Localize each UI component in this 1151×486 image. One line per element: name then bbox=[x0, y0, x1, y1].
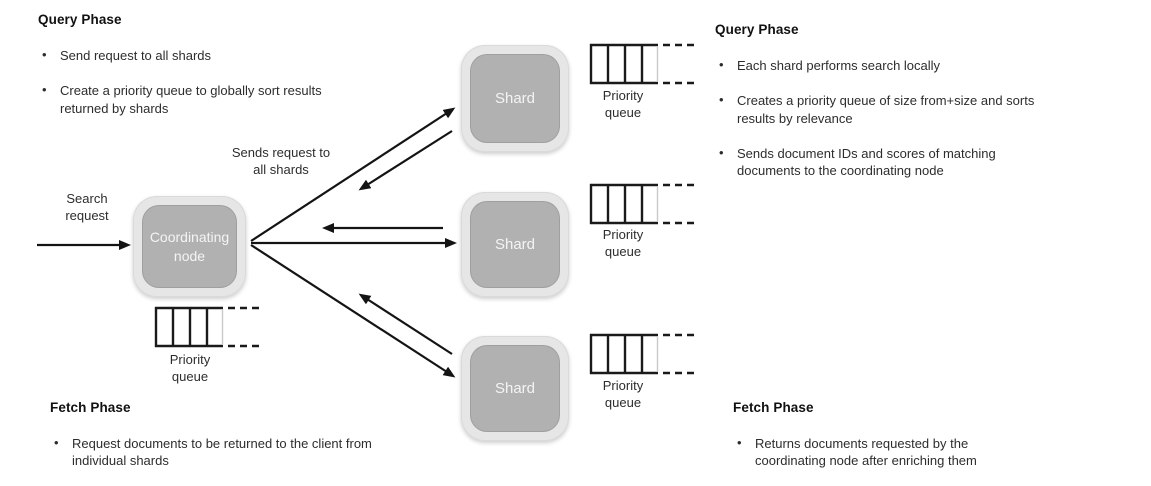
bullet-item: Request documents to be returned to the … bbox=[50, 434, 390, 470]
bullet-item: Sends document IDs and scores of matchin… bbox=[715, 144, 1037, 180]
panel-query-phase-right: Query Phase Each shard performs search l… bbox=[715, 22, 1045, 197]
priority-queue-label: Priority queue bbox=[602, 227, 644, 259]
shard-node-top: Shard bbox=[461, 45, 569, 152]
bullet-list: Returns documents requested by the coord… bbox=[733, 434, 1023, 470]
priority-queue-label: Priority queue bbox=[602, 88, 644, 120]
bullet-item: Each shard performs search locally bbox=[715, 56, 1045, 74]
shard-node-middle: Shard bbox=[461, 192, 569, 297]
bullet-list: Each shard performs search locally Creat… bbox=[715, 56, 1045, 180]
coordinating-node-label: Coordinating node bbox=[142, 205, 237, 288]
bullet-item: Create a priority queue to globally sort… bbox=[38, 81, 328, 117]
sends-request-label: Sends request to all shards bbox=[231, 145, 331, 177]
panel-title: Fetch Phase bbox=[733, 400, 814, 415]
shard-label: Shard bbox=[470, 345, 560, 432]
bullet-item: Send request to all shards bbox=[38, 46, 358, 64]
panel-fetch-phase-right: Fetch Phase Returns documents requested … bbox=[733, 400, 1023, 486]
search-request-label: Search request bbox=[65, 191, 109, 223]
priority-queue-label: Priority queue bbox=[602, 378, 644, 410]
arrow-return-shard-bottom bbox=[358, 293, 453, 355]
bullet-item: Creates a priority queue of size from+si… bbox=[715, 91, 1045, 127]
panel-fetch-phase-left: Fetch Phase Request documents to be retu… bbox=[50, 400, 395, 486]
panel-title: Query Phase bbox=[38, 12, 122, 27]
panel-query-phase-left: Query Phase Send request to all shards C… bbox=[38, 12, 358, 135]
shard-label: Shard bbox=[470, 201, 560, 288]
bullet-item: Returns documents requested by the coord… bbox=[733, 434, 1013, 470]
arrow-return-shard-top bbox=[358, 130, 453, 191]
priority-queue-graphic bbox=[588, 42, 700, 86]
priority-queue-graphic bbox=[588, 332, 700, 376]
bullet-list: Send request to all shards Create a prio… bbox=[38, 46, 358, 117]
shard-label: Shard bbox=[470, 54, 560, 143]
priority-queue-graphic bbox=[153, 305, 265, 349]
panel-title: Query Phase bbox=[715, 22, 799, 37]
coordinating-node-box: Coordinating node bbox=[133, 196, 246, 297]
shard-node-bottom: Shard bbox=[461, 336, 569, 441]
arrow-to-shard-bottom bbox=[250, 244, 456, 378]
bullet-list: Request documents to be returned to the … bbox=[50, 434, 395, 470]
priority-queue-graphic bbox=[588, 182, 700, 226]
panel-title: Fetch Phase bbox=[50, 400, 131, 415]
priority-queue-label: Priority queue bbox=[169, 352, 211, 384]
